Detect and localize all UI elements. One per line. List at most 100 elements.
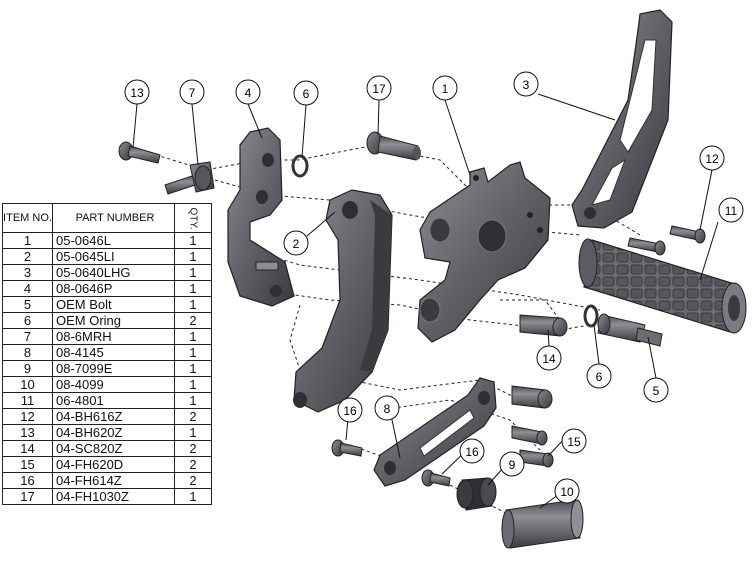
cell-part-number: 04-SC820Z — [52, 440, 175, 457]
part-12-bolt — [627, 225, 706, 256]
cell-item-no: 7 — [2, 328, 53, 345]
balloon-10: 10 — [554, 478, 580, 504]
cell-qty: 2 — [174, 472, 212, 489]
balloon-label: 15 — [567, 435, 581, 449]
cell-part-number: 08-0646P — [52, 280, 175, 297]
balloon-8: 8 — [374, 395, 400, 421]
balloon-label: 6 — [596, 370, 603, 384]
cell-part-number: 04-FH614Z — [52, 472, 175, 489]
cell-item-no: 12 — [2, 408, 53, 425]
cell-qty: 1 — [174, 232, 212, 249]
balloon-label: 6 — [303, 87, 310, 101]
balloon-2: 2 — [283, 230, 309, 256]
cell-item-no: 5 — [2, 296, 53, 313]
balloon-1: 1 — [432, 75, 458, 101]
cell-part-number: 05-0640LHG — [52, 264, 175, 281]
part-17-bolt — [366, 131, 421, 161]
cell-item-no: 15 — [2, 456, 53, 473]
cell-part-number: 05-0646L — [52, 232, 175, 249]
balloon-label: 10 — [560, 485, 574, 499]
balloon-13: 13 — [124, 79, 150, 105]
balloon-16-right: 16 — [459, 438, 485, 464]
cell-qty: 1 — [174, 392, 212, 409]
cell-part-number: OEM Bolt — [52, 296, 175, 313]
part-1-main-plate — [417, 161, 551, 343]
cell-qty: 1 — [174, 248, 212, 265]
part-2-hanger — [293, 189, 393, 413]
cell-item-no: 2 — [2, 248, 53, 265]
part-3-lever — [571, 9, 673, 229]
balloon-14: 14 — [536, 345, 562, 371]
balloon-5: 5 — [643, 377, 669, 403]
balloon-9: 9 — [499, 451, 525, 477]
balloon-6-lower: 6 — [586, 363, 612, 389]
cell-part-number: 08-4099 — [52, 376, 175, 393]
cell-qty: 1 — [174, 280, 212, 297]
part-14-bolts — [511, 314, 568, 409]
part-13-bolt — [118, 141, 161, 164]
cell-item-no: 17 — [2, 488, 53, 505]
balloon-label: 17 — [372, 82, 386, 96]
part-7-pivot-bolt — [164, 161, 215, 195]
cell-qty: 2 — [174, 456, 212, 473]
balloon-16-left: 16 — [337, 397, 363, 423]
part-10-sleeve — [501, 499, 584, 549]
balloon-label: 14 — [542, 352, 556, 366]
cell-part-number: 04-BH616Z — [52, 408, 175, 425]
cell-qty: 1 — [174, 264, 212, 281]
cell-qty: 2 — [174, 312, 212, 329]
balloon-label: 16 — [465, 445, 479, 459]
cell-qty: 1 — [174, 424, 212, 441]
balloon-17: 17 — [366, 75, 392, 101]
cell-item-no: 11 — [2, 392, 53, 409]
part-11-foot-peg — [578, 238, 747, 334]
balloon-label: 4 — [245, 86, 252, 100]
cell-item-no: 6 — [2, 312, 53, 329]
balloon-4: 4 — [235, 79, 261, 105]
part-balloons: 13 7 4 6 17 1 3 12 11 2 14 6 5 16 8 16 1… — [124, 71, 744, 504]
cell-qty: 1 — [174, 296, 212, 313]
balloon-11: 11 — [718, 197, 744, 223]
table-header-row: ITEM NO. PART NUMBER QTY. — [2, 203, 212, 233]
balloon-label: 3 — [523, 78, 530, 92]
part-15-screws — [511, 425, 554, 468]
header-qty: QTY. — [174, 203, 212, 233]
cell-part-number: OEM Oring — [52, 312, 175, 329]
cell-item-no: 3 — [2, 264, 53, 281]
cell-item-no: 14 — [2, 440, 53, 457]
cell-part-number: 04-FH620D — [52, 456, 175, 473]
balloon-15: 15 — [561, 428, 587, 454]
part-9-bushing — [456, 477, 497, 511]
header-item-no: ITEM NO. — [2, 203, 53, 233]
cell-part-number: 05-0645LI — [52, 248, 175, 265]
cell-item-no: 10 — [2, 376, 53, 393]
balloon-label: 5 — [653, 384, 660, 398]
balloon-label: 11 — [725, 204, 738, 218]
balloon-label: 7 — [189, 86, 196, 100]
balloon-12: 12 — [699, 145, 725, 171]
cell-item-no: 16 — [2, 472, 53, 489]
cell-qty: 1 — [174, 376, 212, 393]
balloon-label: 1 — [442, 82, 449, 96]
header-part-number: PART NUMBER — [52, 203, 175, 233]
cell-item-no: 4 — [2, 280, 53, 297]
balloon-label: 16 — [343, 404, 357, 418]
part-8-linkage — [373, 377, 497, 487]
cell-part-number: 06-4801 — [52, 392, 175, 409]
part-4-bracket — [227, 127, 295, 307]
balloon-7: 7 — [179, 79, 205, 105]
balloon-3: 3 — [513, 71, 539, 97]
